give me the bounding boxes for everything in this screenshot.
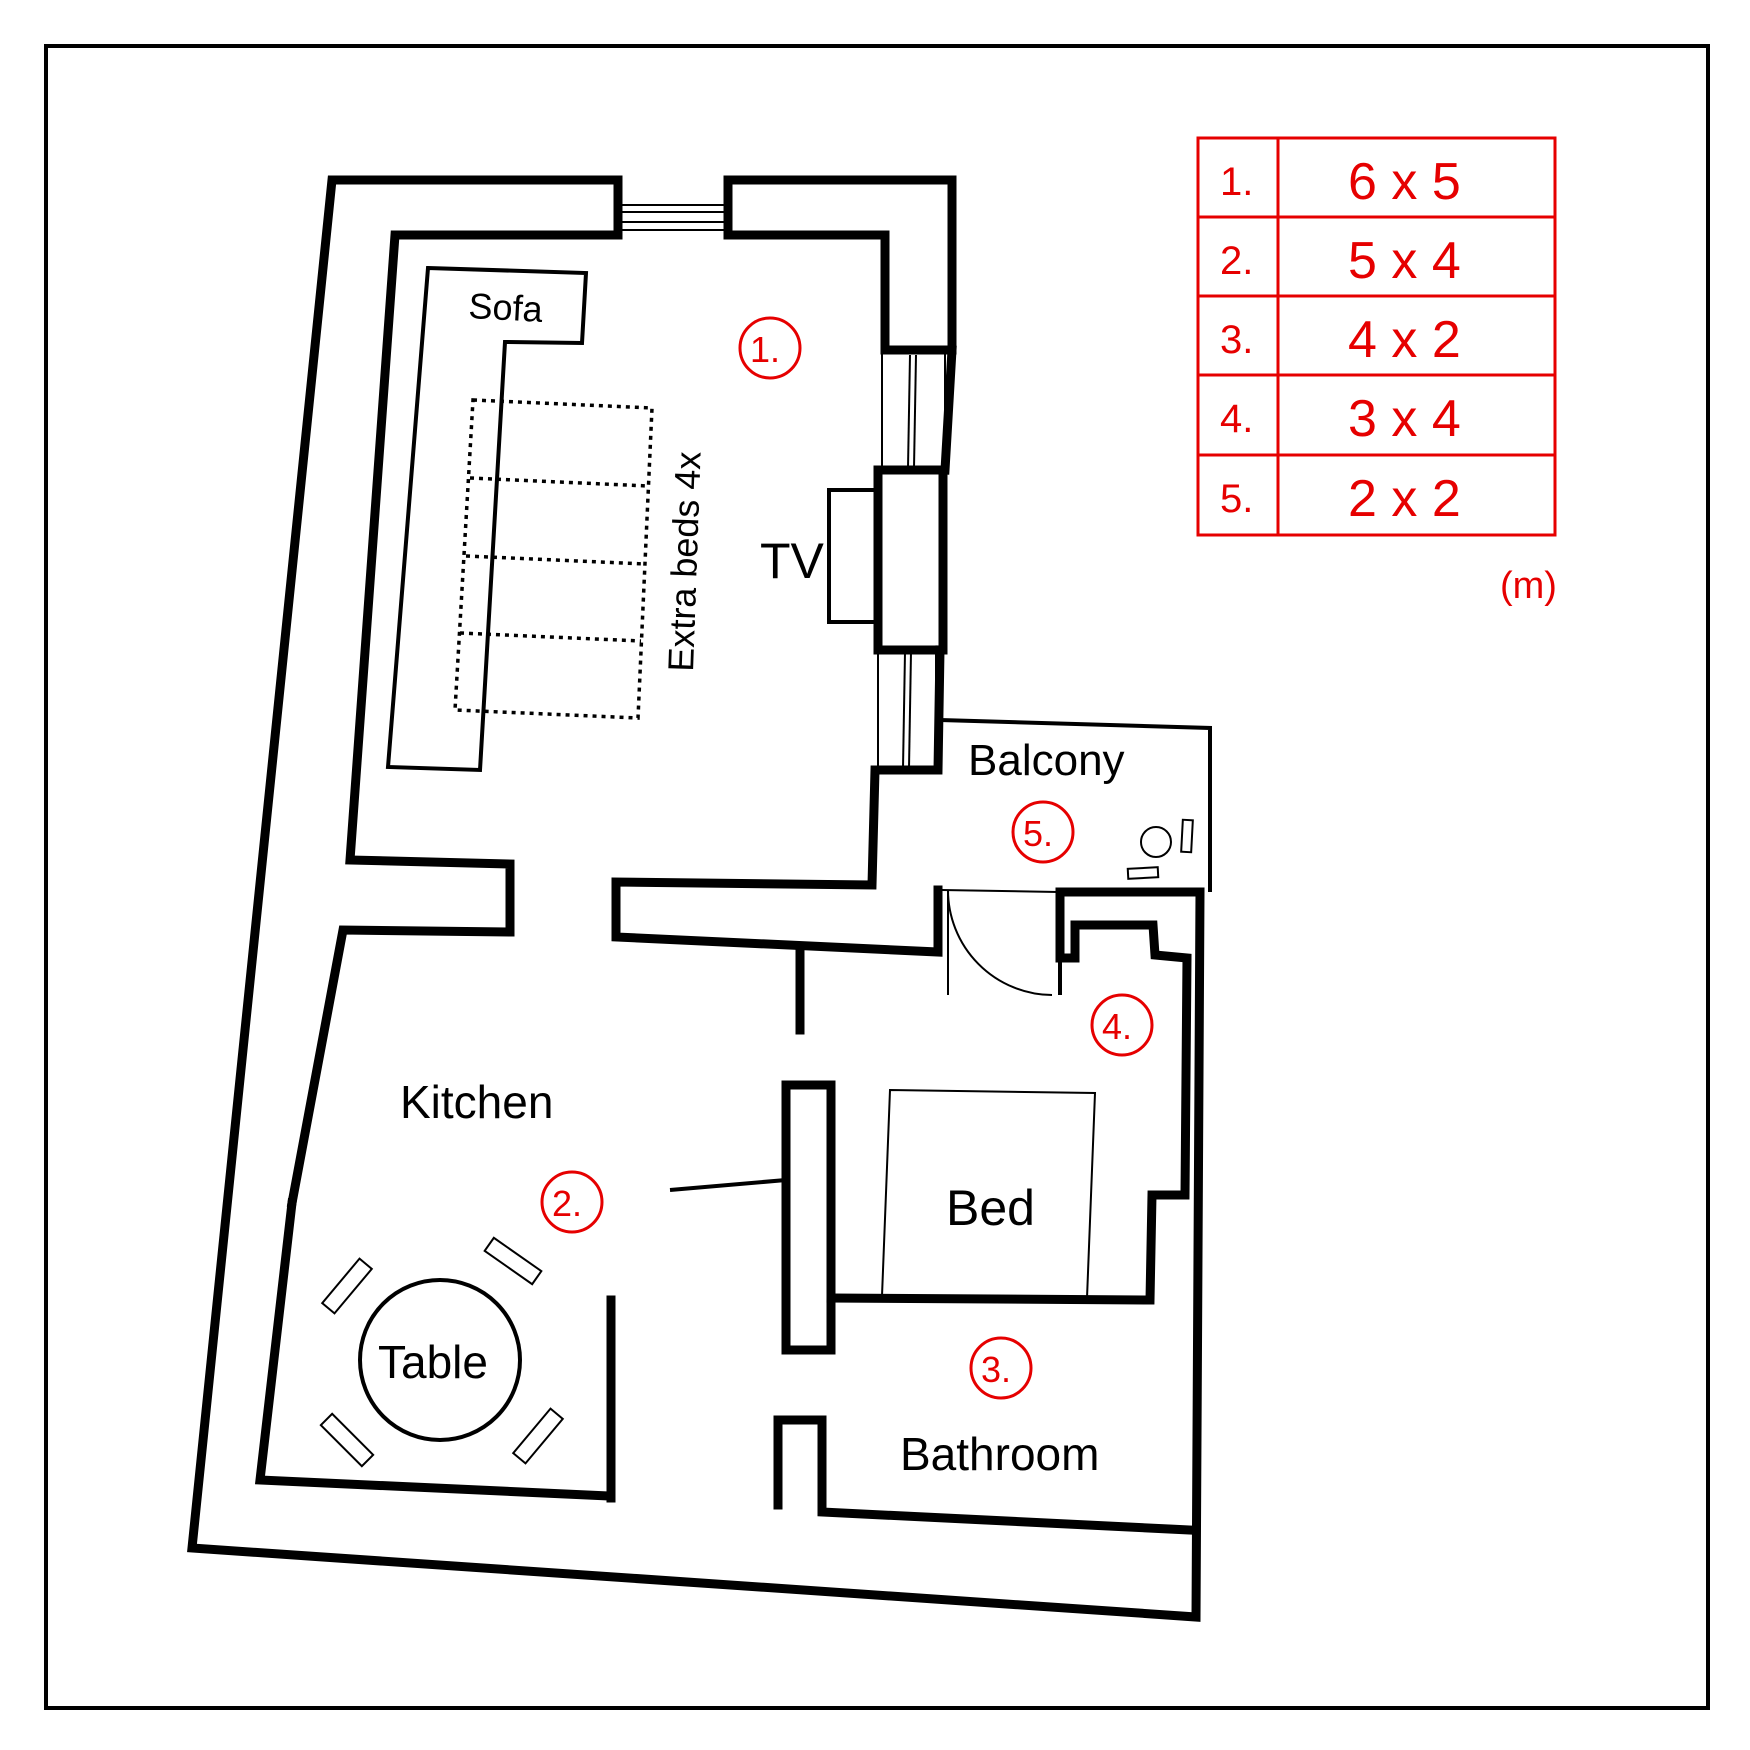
- legend-size-4: 3 x 4: [1348, 390, 1461, 448]
- walls: [187, 175, 1205, 1622]
- balcony-furniture: [1126, 818, 1194, 880]
- bathroom-label: Bathroom: [900, 1428, 1099, 1480]
- svg-text:4.: 4.: [1102, 1006, 1132, 1047]
- legend-num-5: 5.: [1220, 477, 1253, 521]
- table-shape: [358, 1278, 522, 1442]
- door-swing: [947, 889, 1053, 996]
- sofa-label: Sofa: [468, 285, 545, 330]
- svg-text:5.: 5.: [1023, 813, 1053, 854]
- svg-text:3.: 3.: [981, 1349, 1011, 1390]
- extra-beds-label: Extra beds 4x: [660, 451, 709, 672]
- balcony-outline: [939, 718, 1212, 892]
- tv-label: TV: [760, 533, 825, 589]
- legend-size-3: 4 x 2: [1348, 311, 1461, 369]
- chairs: [319, 1236, 565, 1468]
- extra-beds: [453, 398, 654, 720]
- bed-label: Bed: [946, 1180, 1035, 1236]
- legend-num-1: 1.: [1220, 160, 1253, 204]
- legend-size-5: 2 x 2: [1348, 470, 1461, 528]
- balcony-label: Balcony: [968, 736, 1125, 785]
- kitchen-label: Kitchen: [400, 1076, 553, 1128]
- windows: [617, 204, 946, 769]
- legend-num-4: 4.: [1220, 397, 1253, 441]
- bed-shape: [880, 1088, 1097, 1300]
- dimensions-legend: 1. 6 x 5 2. 5 x 4 3. 4 x 2 4. 3 x 4 5. 2…: [1196, 136, 1557, 537]
- legend-num-2: 2.: [1220, 239, 1253, 283]
- balcony-door-opening: [941, 889, 1059, 893]
- legend-size-1: 6 x 5: [1348, 153, 1461, 211]
- svg-text:1.: 1.: [750, 329, 780, 370]
- table-label: Table: [378, 1336, 488, 1388]
- tv-stand: [827, 488, 879, 624]
- legend-num-3: 3.: [1220, 318, 1253, 362]
- frame-border: [44, 44, 1710, 1710]
- room-markers: 1. 2. 3. 4. 5.: [540, 316, 1154, 1400]
- legend-unit: (m): [1500, 565, 1557, 607]
- sofa-shape: [385, 265, 589, 773]
- svg-text:2.: 2.: [552, 1183, 582, 1224]
- kitchen-door-line: [669, 1178, 787, 1192]
- legend-size-2: 5 x 4: [1348, 232, 1461, 290]
